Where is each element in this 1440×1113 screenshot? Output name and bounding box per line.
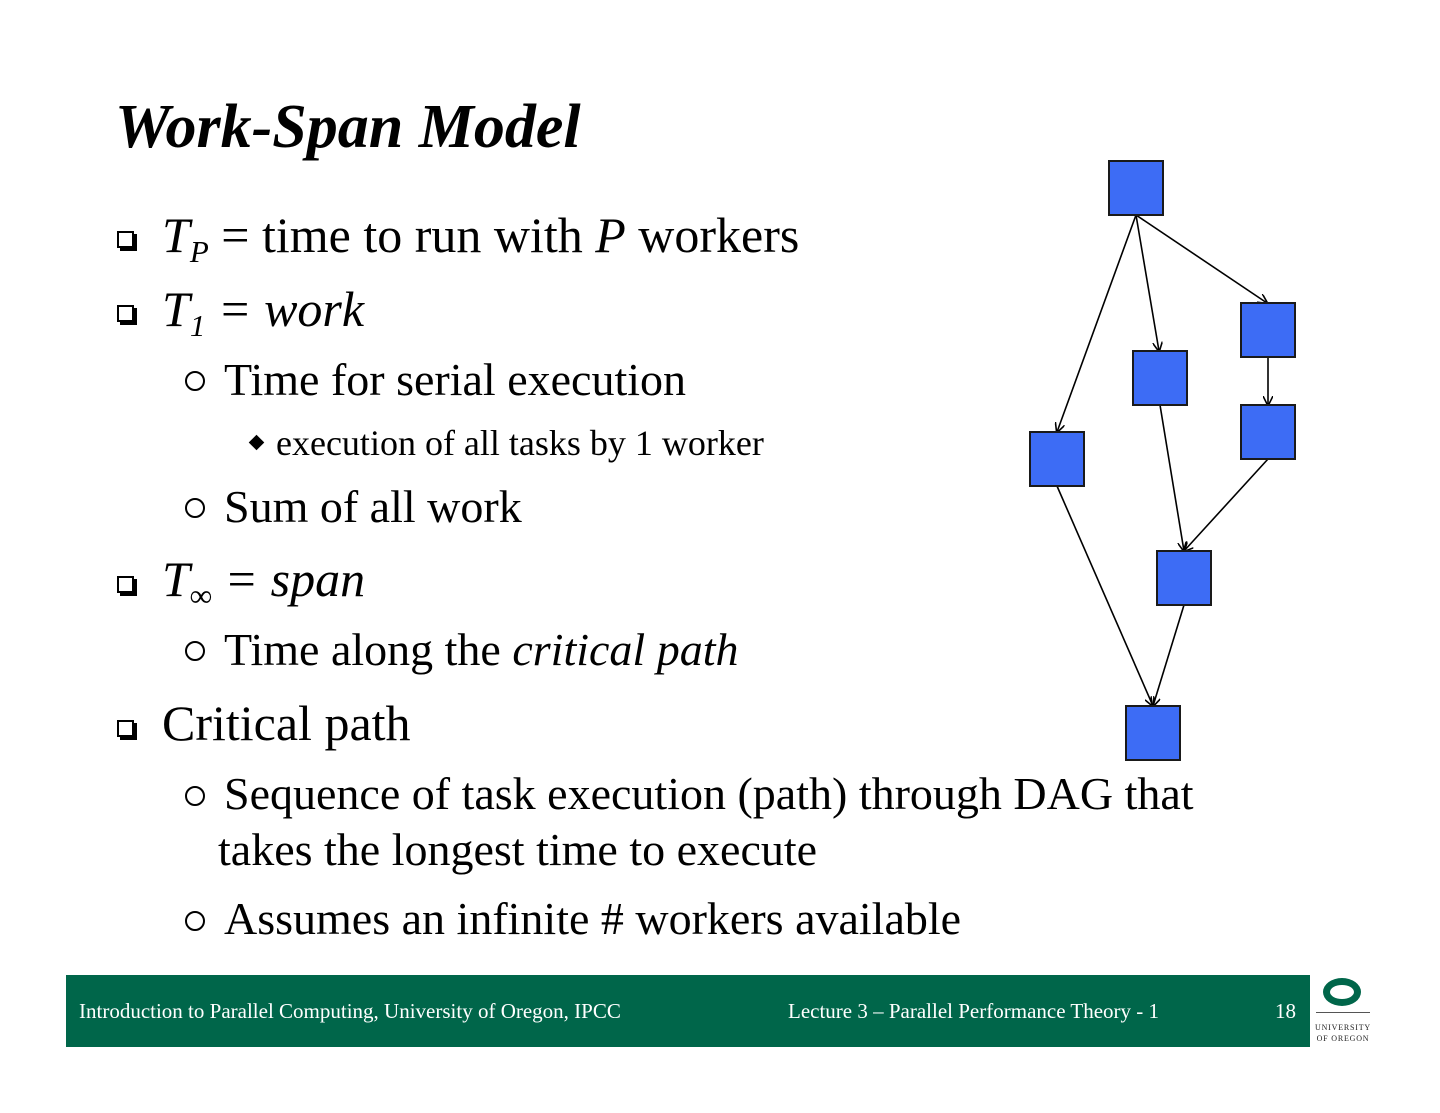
dag-node <box>1125 705 1181 761</box>
logo-text-line2: OF OREGON <box>1316 1034 1370 1043</box>
tinf-subscript: ∞ <box>189 577 212 613</box>
tinf-detail-text: Time along the <box>224 624 513 675</box>
circle-bullet-icon <box>185 498 205 518</box>
footer-lecture: Lecture 3 – Parallel Performance Theory … <box>788 999 1160 1023</box>
dag-edge <box>1057 214 1137 432</box>
dag-edge <box>1056 485 1153 706</box>
dag-node <box>1240 404 1296 460</box>
dag-node <box>1132 350 1188 406</box>
tp-text-b: workers <box>625 207 800 263</box>
tp-subscript: P <box>189 233 209 269</box>
tp-text-a: = time to run with <box>208 207 596 263</box>
t1-eq: = <box>205 281 265 337</box>
square-bullet-icon <box>117 720 137 740</box>
university-logo: UNIVERSITY OF OREGON <box>1310 975 1380 1047</box>
critical-assume: Assumes an infinite # workers available <box>224 893 962 944</box>
t1-sum: Sum of all work <box>224 481 522 532</box>
circle-bullet-icon <box>185 371 205 391</box>
tinf-eq: = <box>211 551 271 607</box>
bullet-t1: T1 = work <box>162 281 365 341</box>
dag-edge <box>1184 458 1269 551</box>
circle-bullet-icon <box>185 786 205 806</box>
tinf-symbol: T <box>162 551 190 607</box>
slide-title: Work-Span Model <box>115 93 581 161</box>
critical-seq-2: takes the longest time to execute <box>218 824 818 875</box>
bullet-tinf: T∞ = span <box>162 551 366 611</box>
circle-bullet-icon <box>185 641 205 661</box>
dag-node <box>1108 160 1164 216</box>
tinf-detail: Time along the critical path <box>224 627 739 673</box>
tp-var: P <box>595 207 626 263</box>
tinf-term: span <box>270 551 366 607</box>
t1-serial-detail: execution of all tasks by 1 worker <box>276 423 764 463</box>
bullet-tp: TP = time to run with P workers <box>162 207 800 267</box>
dag-edge <box>1153 604 1185 706</box>
circle-bullet-icon <box>185 911 205 931</box>
t1-serial: Time for serial execution <box>224 354 687 405</box>
tp-symbol: T <box>162 207 190 263</box>
oregon-o-icon <box>1323 978 1361 1006</box>
square-bullet-icon <box>117 305 137 325</box>
dag-edge <box>1135 214 1267 303</box>
dag-edge <box>1135 214 1159 351</box>
tinf-detail-term: critical path <box>512 624 739 675</box>
dag-edge <box>1159 404 1184 551</box>
slide-footer: Introduction to Parallel Computing, Univ… <box>66 975 1310 1047</box>
square-bullet-icon <box>117 231 137 251</box>
dag-node <box>1156 550 1212 606</box>
dag-node <box>1029 431 1085 487</box>
t1-subscript: 1 <box>189 307 206 343</box>
square-bullet-icon <box>117 576 137 596</box>
logo-text-line1: UNIVERSITY <box>1315 1023 1371 1032</box>
logo-divider <box>1316 1012 1370 1013</box>
critical-seq-1: Sequence of task execution (path) throug… <box>224 768 1194 819</box>
t1-term: work <box>264 281 365 337</box>
t1-symbol: T <box>162 281 190 337</box>
dag-edges <box>1056 214 1269 706</box>
dag-node <box>1240 302 1296 358</box>
footer-course: Introduction to Parallel Computing, Univ… <box>79 999 621 1023</box>
footer-page-number: 18 <box>1275 999 1296 1023</box>
dag-nodes <box>1029 160 1296 761</box>
bullet-critical: Critical path <box>162 695 411 751</box>
